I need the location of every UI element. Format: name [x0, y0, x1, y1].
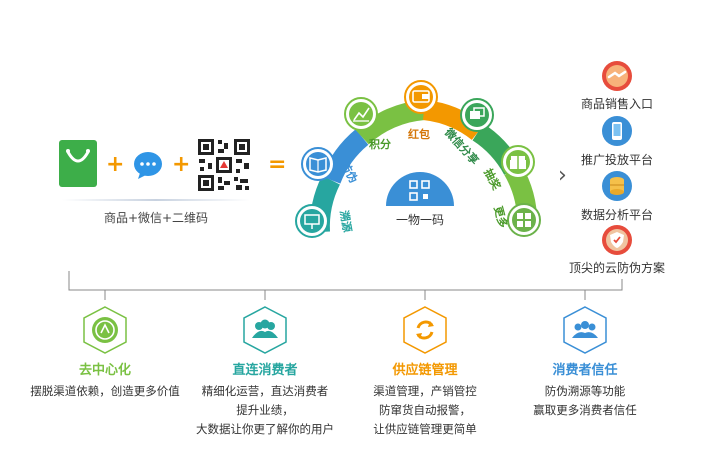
- arc-label-1: 溯源: [337, 209, 355, 233]
- feature-desc-line: 赢取更多消费者信任: [533, 403, 637, 417]
- chat-bubble-icon: [133, 151, 163, 179]
- feature-desc-3: 渠道管理，产销管控 防窜货自动报警， 让供应链管理更简单: [345, 382, 505, 439]
- arc-label-7: 更多: [491, 205, 510, 230]
- feature-title-4: 消费者信任: [552, 363, 618, 378]
- feature-title-3: 供应链管理: [392, 363, 458, 378]
- plus-sign-2: +: [172, 152, 191, 177]
- decentralize-icon: [83, 306, 127, 354]
- trust-icon: [563, 306, 607, 354]
- feature-desc-4: 防伪溯源等功能 赢取更多消费者信任: [510, 382, 660, 420]
- outcome-label-1: 商品销售入口: [580, 97, 653, 111]
- feature-desc-2: 精细化运营，直达消费者 提升业绩， 大数据让你更了解你的用户: [180, 382, 350, 439]
- feature-desc-line: 让供应链管理更简单: [373, 422, 477, 436]
- arc-node-2: [301, 147, 335, 181]
- feature-title-2: 直连消费者: [232, 363, 298, 378]
- handshake-icon: [602, 61, 632, 91]
- arc-label-4: 红包: [408, 127, 430, 141]
- feature-desc-1: 摆脱渠道依赖，创造更多价值: [15, 382, 195, 401]
- equals-sign: =: [268, 152, 287, 177]
- arc-node-6: [501, 145, 535, 179]
- inputs-underline: [62, 199, 250, 201]
- feature-desc-line: 渠道管理，产销管控: [373, 384, 477, 398]
- arc-segment-2: [321, 129, 369, 184]
- feature-desc-line: 摆脱渠道依赖，创造更多价值: [30, 384, 180, 398]
- arc-node-3: [344, 97, 378, 131]
- qr-code-icon: [196, 137, 252, 193]
- arc-node-1: [295, 204, 329, 238]
- feature-desc-line: 防窜货自动报警，: [379, 403, 471, 417]
- center-qr-icon: [409, 180, 430, 201]
- mobile-icon: [602, 116, 632, 146]
- outcome-label-4: 顶尖的云防伪方案: [568, 261, 665, 275]
- outcome-label-2: 推广投放平台: [580, 153, 653, 167]
- plus-sign: +: [106, 152, 125, 177]
- consumers-icon: [243, 306, 287, 354]
- supply-chain-icon: [403, 306, 447, 354]
- arc-node-4: [404, 80, 438, 114]
- feature-desc-line: 精细化运营，直达消费者: [201, 384, 329, 398]
- feature-desc-line: 提升业绩，: [236, 403, 294, 417]
- outcome-label-3: 数据分析平台: [580, 208, 653, 222]
- shopping-bag-icon: [59, 140, 97, 187]
- feature-title-1: 去中心化: [78, 363, 131, 378]
- center-dome: [386, 172, 454, 206]
- arc-label-3: 积分: [369, 137, 391, 151]
- feature-desc-line: 防伪溯源等功能: [544, 384, 626, 398]
- feature-desc-line: 大数据让你更了解你的用户: [196, 422, 334, 436]
- arc-node-5: [460, 98, 494, 132]
- center-label: 一物一码: [395, 213, 444, 227]
- inputs-caption: 商品+微信+二维码: [103, 211, 209, 225]
- arrow-right-icon: ›: [558, 163, 567, 188]
- shield-icon: [602, 225, 632, 255]
- arc-node-7: [507, 203, 541, 237]
- database-icon: [602, 171, 632, 201]
